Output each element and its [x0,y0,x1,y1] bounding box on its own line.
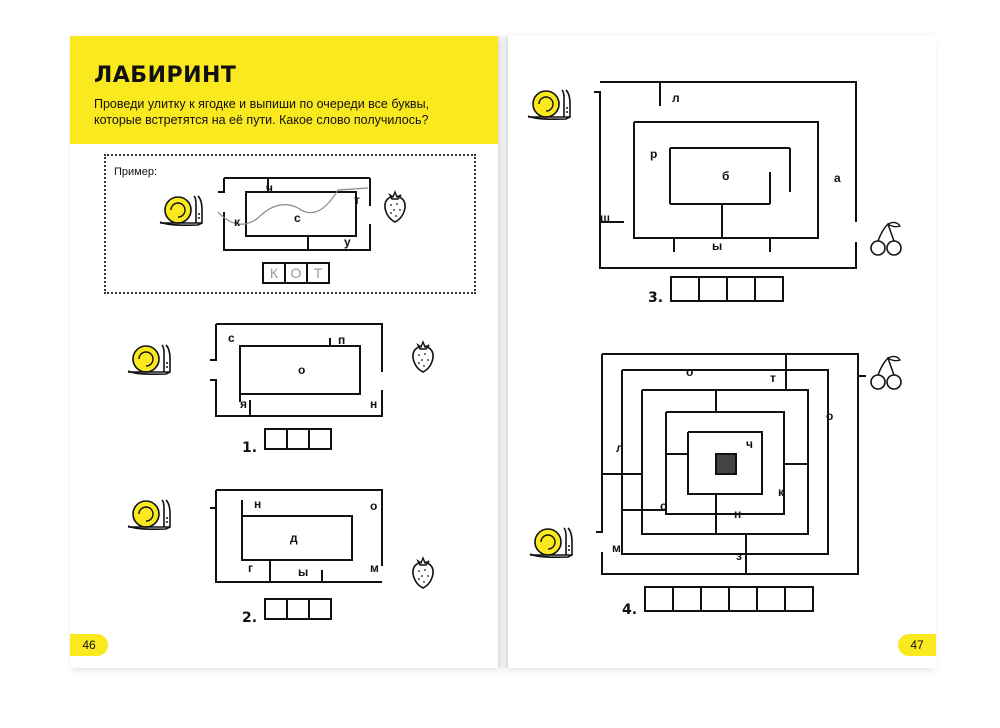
maze-letter: з [736,549,742,563]
maze-3 [594,81,857,269]
strawberry-icon [412,341,434,373]
maze-letter: н [734,507,742,521]
right-page: л р б а ш ы 3. о т о л ч к о н м з 4. [508,36,936,668]
answer-cell: О [284,262,308,284]
maze-letter: т [770,371,776,385]
maze-2 [210,489,383,583]
page-number: 46 [70,634,108,656]
answer-cell[interactable] [264,598,288,620]
maze-letter: б [722,169,730,183]
maze-letter: ы [712,239,723,253]
maze-letter: д [290,531,298,545]
answer-cell[interactable] [308,598,332,620]
strawberry-icon [412,557,434,589]
maze-letter: ч [746,437,753,451]
example-letter: у [344,235,351,249]
example-letter: с [294,211,301,225]
maze-letter: л [616,441,624,455]
example-answer-box: К О Т [262,262,330,284]
maze-4-answer-box [644,586,814,612]
cherries-icon [870,355,902,390]
maze-letter: ш [600,211,611,225]
example-letter: т [354,193,360,207]
maze-3-answer-box [670,276,784,302]
answer-cell[interactable] [754,276,784,302]
answer-cell[interactable] [756,586,786,612]
header-band [70,36,498,144]
maze-letter: к [778,485,785,499]
answer-cell[interactable] [286,598,310,620]
cherries-icon [870,221,902,256]
maze-letter: н [254,497,262,511]
maze-letter: с [228,331,235,345]
maze-number: 2. [242,610,258,626]
answer-cell[interactable] [698,276,728,302]
answer-cell[interactable] [784,586,814,612]
page-title: ЛАБИРИНТ [94,63,237,88]
answer-cell: Т [306,262,330,284]
maze-letter: а [834,171,841,185]
example-label: Пример: [114,166,158,178]
maze-letter: н [370,397,378,411]
maze-number: 4. [622,602,638,618]
maze-letter: г [248,561,253,575]
answer-cell[interactable] [670,276,700,302]
answer-cell[interactable] [726,276,756,302]
answer-cell[interactable] [264,428,288,450]
example-maze [217,177,371,251]
maze-letter: м [370,561,379,575]
maze-2-answer-box [264,598,332,620]
snail-icon [527,89,571,120]
maze-1-answer-box [264,428,332,450]
maze-letter: ы [298,565,309,579]
maze-letter: я [240,397,248,411]
maze-letter: о [686,365,694,379]
maze-letter: о [826,409,834,423]
answer-cell[interactable] [728,586,758,612]
answer-cell[interactable] [644,586,674,612]
maze-letter: о [298,363,306,377]
example-letter: к [234,215,241,229]
maze-letter: п [338,333,346,347]
example-box: Пример: к ч с т у К О Т [104,154,476,294]
maze-1 [210,323,383,417]
maze-letter: м [612,541,621,555]
instructions-text: Проведи улитку к ягодке и выпиши по очер… [94,97,430,127]
maze-letter: о [370,499,378,513]
strawberry-icon [384,191,406,223]
maze-letter: р [650,147,658,161]
maze-number: 3. [648,290,664,306]
maze-letter: о [660,499,668,513]
page-number: 47 [898,634,936,656]
snail-icon [127,344,171,376]
example-letter: ч [266,181,273,195]
snail-icon [159,195,203,226]
answer-cell[interactable] [286,428,310,450]
maze-4 [596,353,866,575]
snail-icon [529,527,573,559]
answer-cell[interactable] [700,586,730,612]
answer-cell[interactable] [672,586,702,612]
answer-cell: К [262,262,286,284]
maze-number: 1. [242,440,258,456]
left-page: ЛАБИРИНТ Проведи улитку к ягодке и выпиш… [70,36,498,668]
answer-cell[interactable] [308,428,332,450]
maze-letter: л [672,91,680,105]
book-gutter [494,36,512,668]
snail-icon [127,499,171,531]
